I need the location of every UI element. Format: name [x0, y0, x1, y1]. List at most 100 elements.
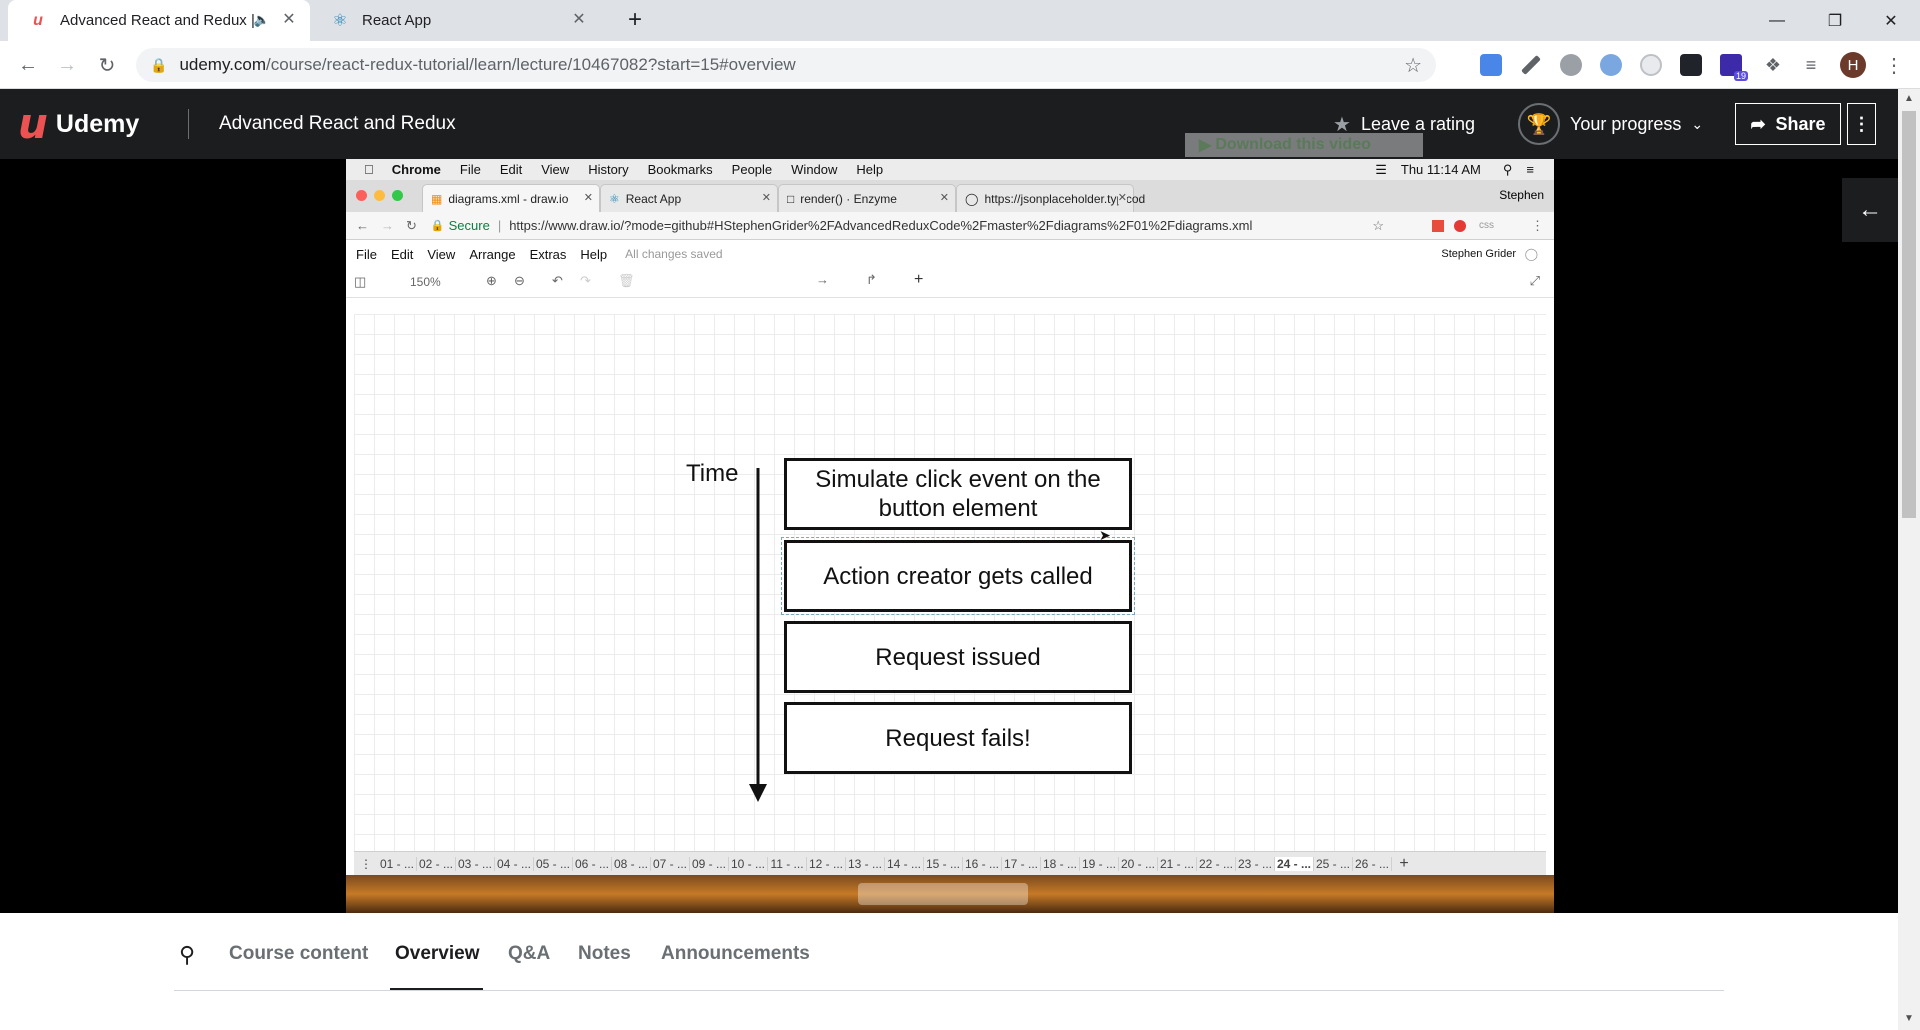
- waypoint-icon: ↱: [866, 272, 877, 287]
- reading-list-icon[interactable]: ≡: [1805, 55, 1817, 75]
- browser-tab-strip: u Advanced React and Redux | 🔈 ✕ ⚛ React…: [0, 0, 1920, 41]
- page-tab: 01 - ...: [378, 856, 417, 871]
- drawio-toolbar: ◫ 150% ⊕ ⊖ ↶ ↷ 🗑 → ↱ + ⤢: [346, 268, 1554, 298]
- drawio-menu-item: Arrange: [469, 246, 516, 262]
- puzzle-icon[interactable]: ❖: [1764, 55, 1782, 75]
- browser-tab-react-app[interactable]: ⚛ React App ✕: [310, 0, 600, 41]
- scroll-up-icon[interactable]: ▲: [1904, 93, 1914, 104]
- mac-menu-item: Help: [846, 162, 883, 177]
- download-video-label: Download this video: [1215, 136, 1371, 153]
- spotlight-icon: ⚲: [1502, 161, 1513, 177]
- page-tab: 23 - ...: [1236, 856, 1275, 871]
- recorded-tab: ◯https://jsonplaceholder.typicod✕: [956, 184, 1145, 212]
- close-icon: ✕: [1117, 191, 1127, 204]
- tab-notes[interactable]: Notes: [578, 943, 631, 964]
- more-options-icon[interactable]: ⋮: [1847, 103, 1876, 145]
- page-tab: 18 - ...: [1041, 856, 1080, 871]
- mac-dock: [346, 875, 1554, 913]
- mac-zoom-dot: [392, 190, 403, 201]
- extension-icon[interactable]: [1480, 54, 1502, 76]
- recorded-screen:  Chrome File Edit View History Bookmark…: [346, 159, 1554, 913]
- react-icon: ⚛: [609, 191, 620, 206]
- udemy-logo[interactable]: u Udemy: [18, 99, 139, 148]
- page-tab: 07 - ...: [651, 856, 690, 871]
- chevron-down-icon: ⌄: [1691, 115, 1704, 132]
- tab-overview[interactable]: Overview: [395, 943, 480, 964]
- mac-minimize-dot: [374, 190, 385, 201]
- minimize-icon[interactable]: —: [1769, 11, 1785, 29]
- scrollbar-thumb[interactable]: [1902, 111, 1916, 518]
- eyedropper-icon[interactable]: [1521, 55, 1541, 75]
- mac-status-area: ☰ Thu 11:14 AM ⚲ ≡: [1375, 159, 1534, 180]
- tab-announcements[interactable]: Announcements: [661, 943, 810, 964]
- settings-extension-icon[interactable]: [1560, 54, 1582, 76]
- restore-icon[interactable]: ❐: [1827, 12, 1843, 30]
- recorded-tab: ▦diagrams.xml - draw.io✕: [422, 184, 600, 212]
- mac-menu-bar:  Chrome File Edit View History Bookmark…: [346, 159, 1554, 180]
- page-tab: 25 - ...: [1314, 856, 1353, 871]
- close-icon: ✕: [583, 192, 593, 204]
- extension-icon[interactable]: [1600, 54, 1622, 76]
- new-tab-icon[interactable]: +: [627, 6, 642, 33]
- diagram-step: Action creator gets called: [781, 537, 1135, 615]
- undo-icon: ↶: [552, 273, 563, 288]
- bookmark-star-icon[interactable]: ☆: [1404, 55, 1422, 77]
- fullscreen-icon: ⤢: [1529, 273, 1540, 288]
- address-bar[interactable]: 🔒 udemy.com/course/react-redux-tutorial/…: [136, 48, 1436, 82]
- back-icon[interactable]: ←: [18, 53, 38, 76]
- share-button[interactable]: ➦ Share: [1735, 103, 1841, 145]
- mac-clock: Thu 11:14 AM: [1400, 162, 1481, 177]
- scroll-down-icon[interactable]: ▼: [1904, 1013, 1914, 1024]
- browser-toolbar: ← → ↻ 🔒 udemy.com/course/react-redux-tut…: [0, 41, 1920, 89]
- profile-avatar[interactable]: H: [1840, 52, 1866, 78]
- lock-icon: 🔒: [430, 220, 445, 232]
- chrome-menu-icon[interactable]: ⋮: [1884, 55, 1904, 77]
- react-devtools-icon[interactable]: [1680, 54, 1702, 76]
- drawio-menu-item: View: [427, 246, 456, 262]
- opera-icon: [1454, 219, 1466, 232]
- progress-dropdown[interactable]: 🏆 Your progress ⌄: [1518, 103, 1703, 145]
- leave-rating-button[interactable]: ★ Leave a rating: [1333, 112, 1475, 137]
- recorded-tab-title: diagrams.xml - draw.io: [448, 191, 569, 206]
- drawio-menu-bar: File Edit View Arrange Extras Help All c…: [346, 240, 1554, 268]
- close-icon[interactable]: ✕: [572, 11, 586, 28]
- share-icon: ➦: [1750, 113, 1766, 134]
- zoom-out-icon: ⊖: [514, 273, 525, 288]
- dock-icons: [858, 883, 1028, 905]
- search-icon[interactable]: ⚲: [179, 942, 196, 967]
- close-icon[interactable]: ✕: [282, 11, 296, 28]
- play-icon: ▶: [1199, 137, 1212, 154]
- chrome-user-name: Stephen: [1499, 188, 1544, 202]
- wifi-icon: ☰: [1375, 161, 1387, 177]
- format-panel-icon: ◫: [354, 274, 367, 289]
- recorded-chrome-tabs: ▦diagrams.xml - draw.io✕ ⚛React App✕ □re…: [346, 180, 1554, 212]
- course-title[interactable]: Advanced React and Redux: [219, 113, 456, 134]
- extension-badge-icon[interactable]: 19: [1720, 54, 1748, 81]
- extension-badge: 19: [1733, 71, 1748, 81]
- progress-label: Your progress: [1570, 113, 1682, 134]
- arrow-left-icon: ←: [1858, 196, 1882, 223]
- menu-icon: ⋮: [1531, 217, 1544, 233]
- download-video-overlay[interactable]: ▶ Download this video: [1185, 133, 1423, 157]
- saved-status: All changes saved: [625, 247, 723, 261]
- udemy-favicon-icon: u: [33, 11, 43, 29]
- header-divider: [188, 109, 189, 139]
- globe-icon: ◯: [1524, 247, 1538, 261]
- mac-menu-item: Edit: [490, 162, 522, 177]
- tab-course-content[interactable]: Course content: [229, 943, 369, 964]
- forward-icon[interactable]: →: [57, 53, 77, 76]
- page-scrollbar[interactable]: ▲ ▼: [1898, 89, 1920, 1030]
- speaker-icon[interactable]: 🔈: [253, 12, 270, 27]
- reload-icon[interactable]: ↻: [98, 54, 116, 77]
- collapse-sidebar-button[interactable]: ←: [1842, 178, 1898, 242]
- window-close-icon[interactable]: ✕: [1884, 12, 1898, 30]
- recorded-address-bar: ← → ↻ 🔒 Secure | https://www.draw.io/?mo…: [346, 212, 1554, 240]
- page-menu-icon: ⋮: [360, 856, 372, 871]
- udemy-logo-icon: u: [18, 99, 48, 148]
- browser-tab-udemy[interactable]: u Advanced React and Redux | 🔈 ✕: [8, 0, 310, 41]
- extension-icon[interactable]: [1640, 54, 1662, 76]
- tab-qa[interactable]: Q&A: [508, 943, 551, 964]
- lock-icon: 🔒: [150, 56, 168, 73]
- page-tab: 10 - ...: [729, 856, 768, 871]
- mac-menu-item: View: [531, 162, 569, 177]
